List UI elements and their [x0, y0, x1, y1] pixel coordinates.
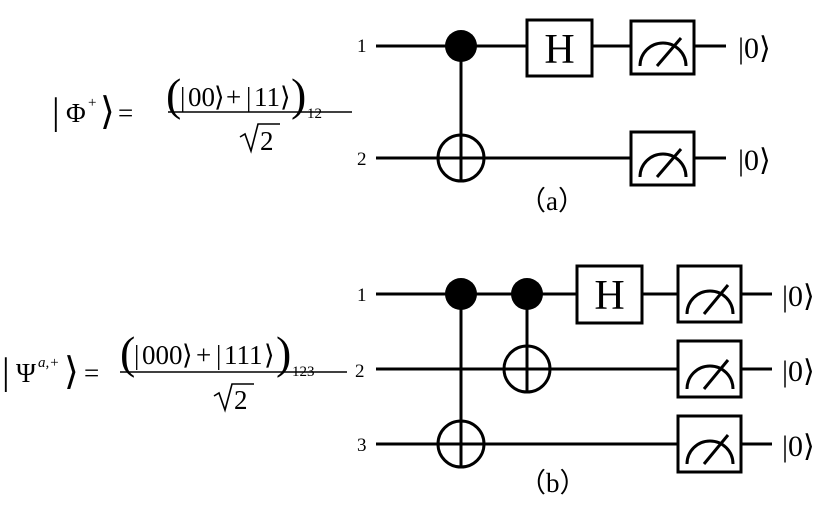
numerator-paren-left: ( — [166, 69, 181, 120]
caption-a: （a） — [519, 186, 585, 216]
meter-box — [629, 19, 696, 76]
state-symbol: Φ — [66, 98, 86, 128]
numerator-ket-2: 111 — [224, 340, 263, 370]
qubit-label-3: 3 — [357, 435, 367, 456]
numerator-paren-right: ) — [291, 69, 306, 120]
measurement-3 — [676, 414, 743, 474]
ket-bar: | — [216, 340, 221, 370]
cnot-gate-1-2 — [502, 278, 552, 394]
meter-box — [676, 264, 743, 324]
numerator-subscript: 12 — [307, 106, 322, 122]
measurement-2 — [629, 130, 696, 187]
meter-box — [629, 130, 696, 187]
hadamard-box — [525, 18, 594, 78]
hadamard-box — [575, 264, 644, 325]
state-superscript: a,+ — [38, 355, 59, 371]
output-state-3: |0⟩ — [782, 430, 815, 463]
measurement-1 — [629, 19, 696, 76]
caption-b: （b） — [519, 468, 587, 498]
output-state-1: |0⟩ — [738, 32, 771, 65]
state-symbol: Ψ — [16, 358, 36, 388]
meter-arc-icon — [685, 289, 735, 315]
ket-angle: ⟩ — [182, 340, 193, 370]
ket-angle: ⟩ — [264, 340, 275, 370]
meter-box — [676, 339, 743, 399]
measurement-1 — [676, 264, 743, 324]
numerator-ket-1: 00 — [188, 82, 215, 112]
qubit-label-2: 2 — [357, 149, 367, 170]
meter-needle-icon — [702, 359, 730, 390]
sqrt-sign — [239, 123, 280, 154]
ghz-state-equation: | Ψ a,+ ⟩ = ( | 000 ⟩ + | 111 ⟩ ) 123 2 — [2, 327, 347, 415]
ket-bar-left: | — [2, 351, 10, 393]
state-superscript: + — [88, 95, 96, 111]
numerator-paren-right: ) — [276, 327, 291, 378]
meter-arc-icon — [638, 152, 688, 178]
hadamard-label: H — [544, 27, 574, 73]
output-state-1: |0⟩ — [782, 280, 815, 313]
panel-b: | Ψ a,+ ⟩ = ( | 000 ⟩ + | 111 ⟩ ) 123 2 … — [2, 264, 815, 498]
cnot-gate — [436, 30, 486, 183]
measurement-2 — [676, 339, 743, 399]
bell-state-equation: | Φ + ⟩ = ( | 00 ⟩ + | 11 ⟩ ) 12 2 — [52, 69, 352, 156]
ket-angle-right: ⟩ — [64, 351, 79, 393]
equals-sign: = — [118, 98, 133, 128]
hadamard-gate: H — [525, 18, 594, 78]
numerator-plus: + — [226, 82, 241, 112]
control-dot — [511, 278, 543, 310]
denominator-radicand: 2 — [260, 126, 274, 156]
ket-angle: ⟩ — [280, 82, 291, 112]
output-state-2: |0⟩ — [738, 144, 771, 177]
output-state-2: |0⟩ — [782, 355, 815, 388]
ket-bar: | — [246, 82, 251, 112]
qubit-label-1: 1 — [357, 285, 367, 306]
qubit-label-1: 1 — [357, 36, 367, 57]
numerator-ket-2: 11 — [254, 82, 280, 112]
meter-needle-icon — [702, 434, 730, 465]
cnot-gate-1-3 — [436, 278, 486, 469]
ket-bar-left: | — [52, 91, 60, 133]
denominator-radicand: 2 — [234, 385, 248, 415]
control-dot — [445, 30, 477, 62]
ket-angle-right: ⟩ — [100, 91, 115, 133]
meter-arc-icon — [685, 364, 735, 390]
equals-sign: = — [84, 358, 99, 388]
numerator-plus: + — [196, 340, 211, 370]
hadamard-gate: H — [575, 264, 644, 325]
meter-arc-icon — [685, 439, 735, 465]
control-dot — [445, 278, 477, 310]
panel-a: | Φ + ⟩ = ( | 00 ⟩ + | 11 ⟩ ) 12 2 1 2 — [52, 18, 771, 216]
meter-needle-icon — [655, 37, 683, 67]
sqrt-sign — [213, 383, 254, 413]
ket-bar: | — [180, 82, 185, 112]
ket-bar: | — [134, 340, 139, 370]
numerator-paren-left: ( — [120, 327, 135, 378]
numerator-ket-1: 000 — [142, 340, 183, 370]
ket-angle: ⟩ — [214, 82, 225, 112]
meter-needle-icon — [702, 284, 730, 315]
meter-needle-icon — [655, 148, 683, 178]
meter-arc-icon — [638, 41, 688, 67]
meter-box — [676, 414, 743, 474]
qubit-label-2: 2 — [355, 361, 365, 382]
hadamard-label: H — [594, 273, 624, 319]
